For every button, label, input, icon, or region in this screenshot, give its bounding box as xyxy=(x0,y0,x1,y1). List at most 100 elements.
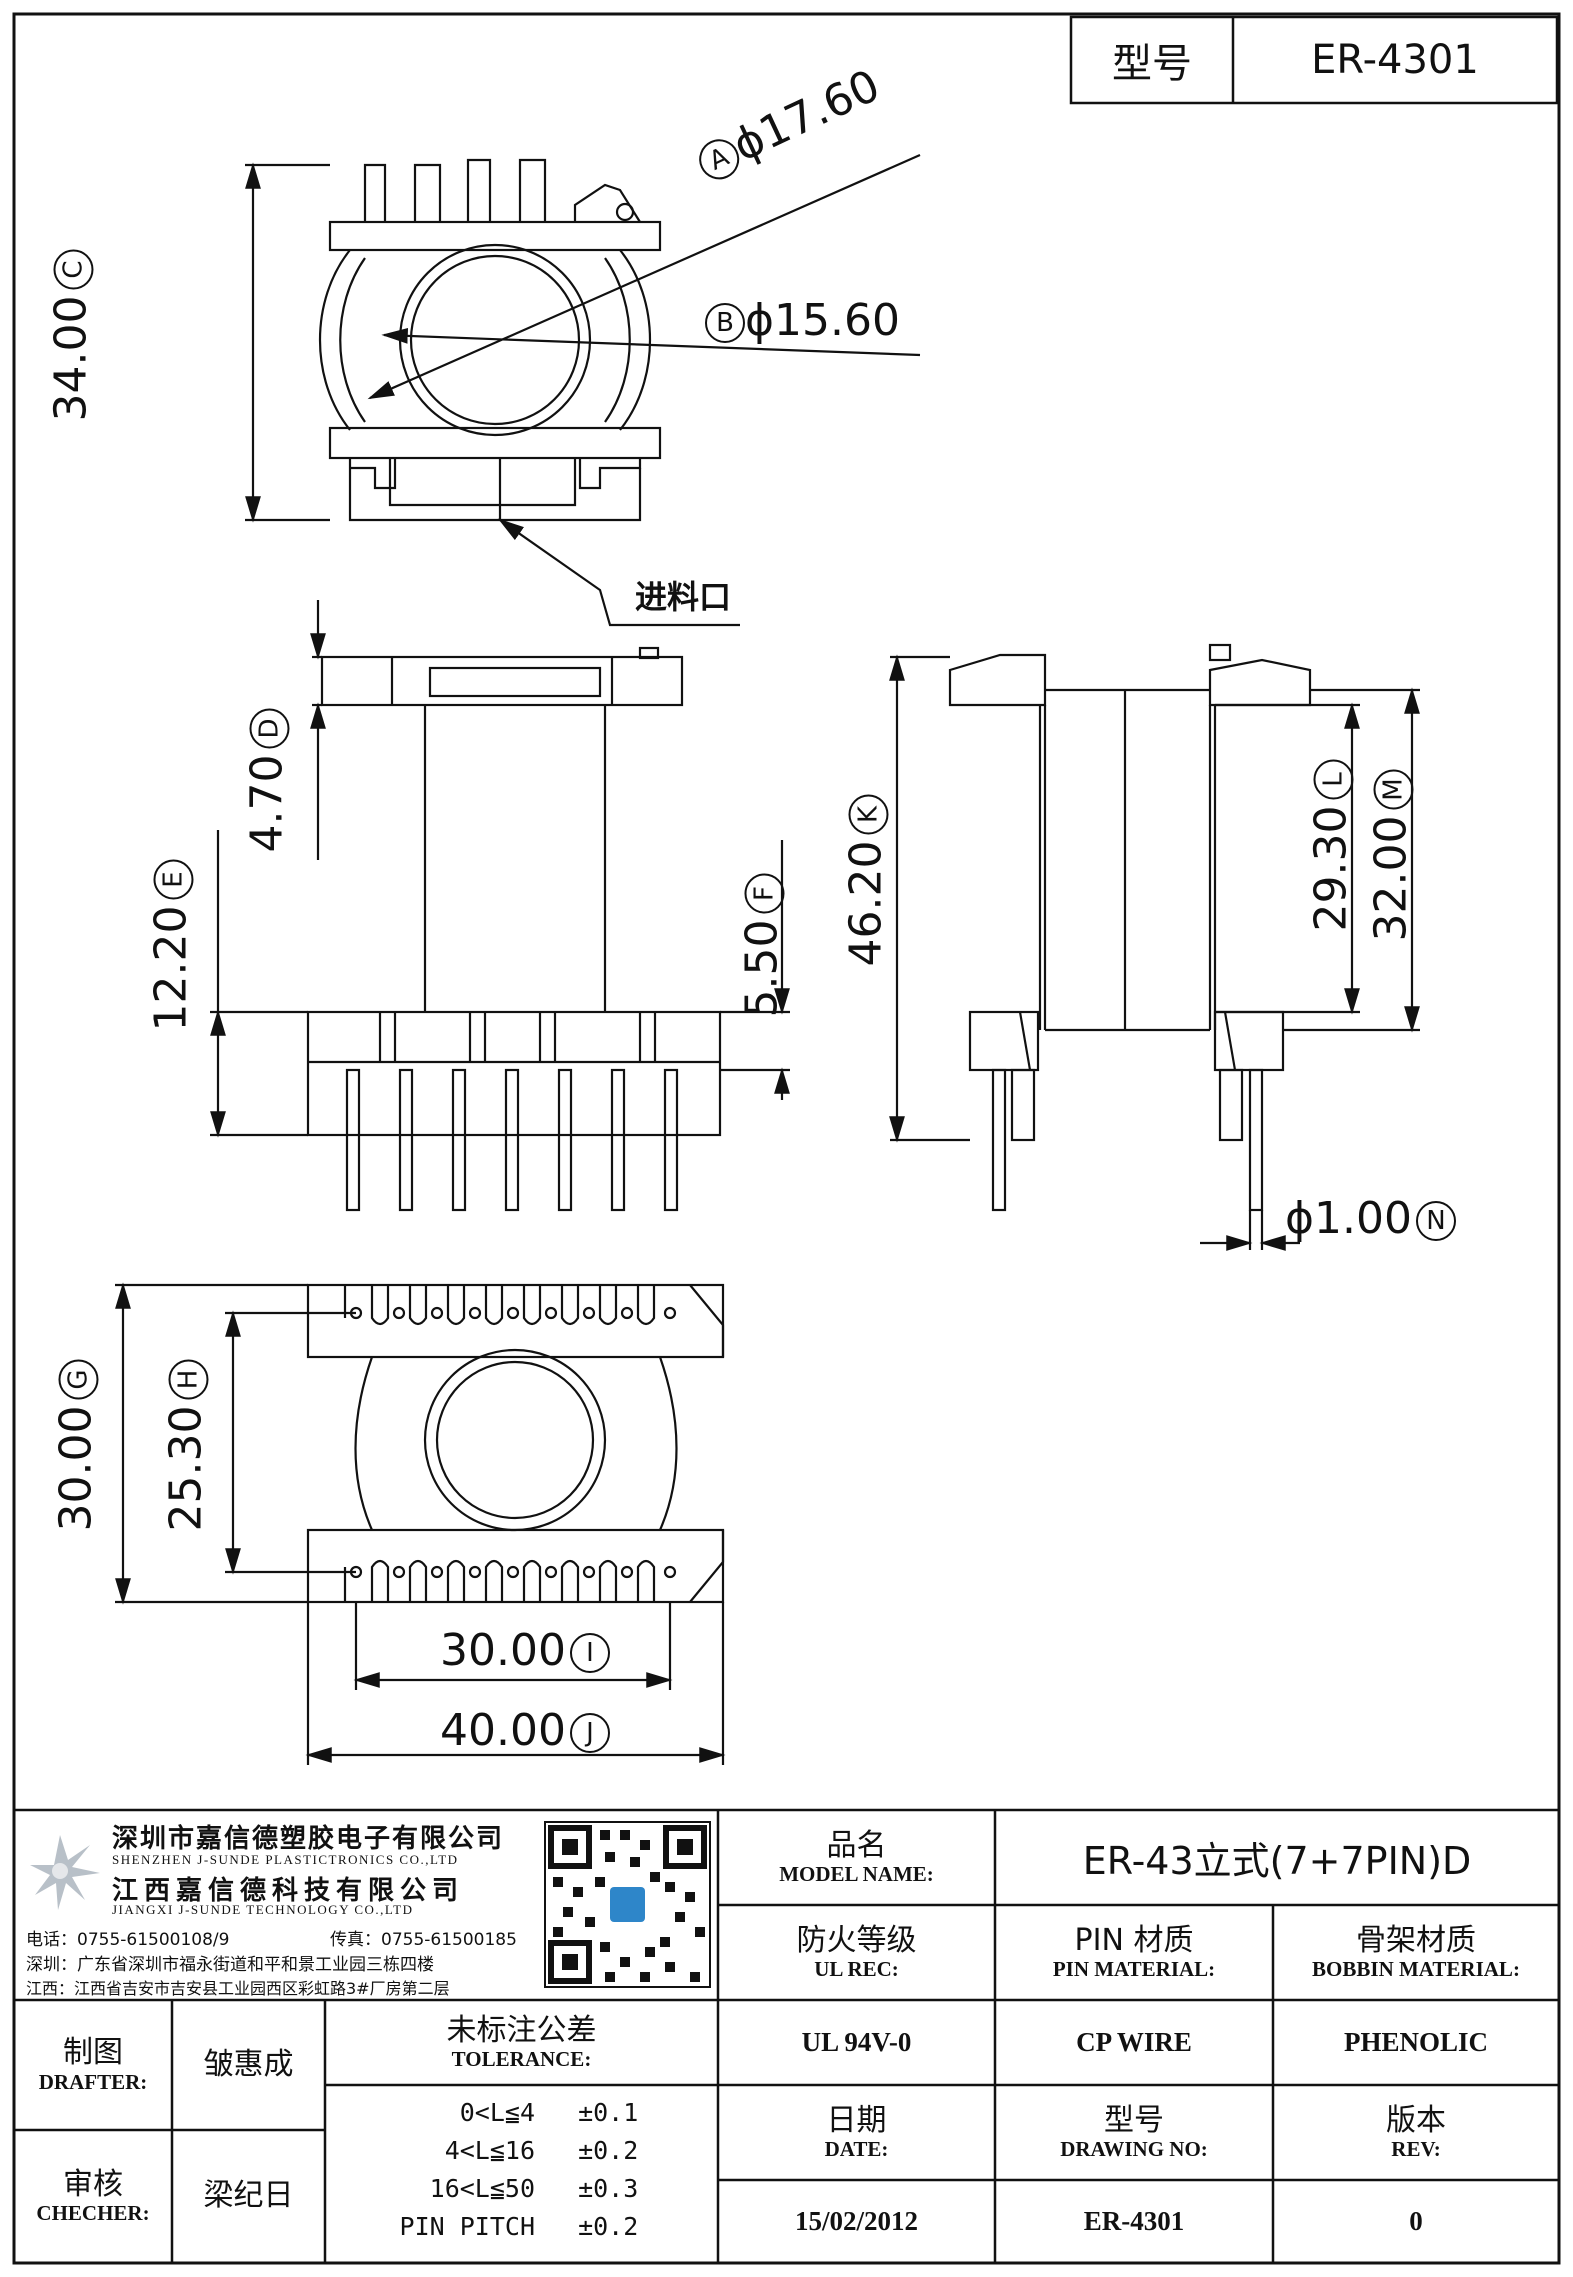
dim-J-letter: J xyxy=(569,1713,610,1753)
tolerance-header: 未标注公差 TOLERANCE: xyxy=(325,2000,718,2085)
fire-rating-cn: 防火等级 xyxy=(796,1922,917,1958)
dim-N-value: ϕ1.00 xyxy=(1285,1193,1412,1244)
dim-C-label: 34.00 C xyxy=(45,249,97,422)
title-block-grid xyxy=(14,1808,1559,2263)
tolerance-value: ±0.2 xyxy=(578,2212,639,2241)
dim-M-label: 32.00 M xyxy=(1365,769,1417,942)
drawing-no-header: 型号 DRAWING NO: xyxy=(995,2085,1273,2180)
dim-H-value: 25.30 xyxy=(160,1405,212,1532)
tolerance-range: 0<L≦4 xyxy=(459,2098,535,2127)
checker-en: CHECHER: xyxy=(36,2201,150,2226)
company-name-cn-1: 深圳市嘉信德塑胶电子有限公司 xyxy=(112,1824,505,1854)
dim-K-label: 46.20K xyxy=(840,794,892,967)
drawing-no-en: DRAWING NO: xyxy=(1060,2137,1208,2162)
dim-B-value: ϕ15.60 xyxy=(745,295,900,346)
fire-rating-header: 防火等级 UL REC: xyxy=(718,1905,995,2000)
dim-M-letter: M xyxy=(1373,769,1414,810)
dim-L-label: 29.30 L xyxy=(1305,759,1357,932)
bobbin-material-en: BOBBIN MATERIAL: xyxy=(1312,1957,1520,1982)
date-header: 日期 DATE: xyxy=(718,2085,995,2180)
tolerance-range: PIN PITCH xyxy=(399,2212,535,2241)
dim-I-value: 30.00 xyxy=(440,1625,566,1676)
header-box xyxy=(1069,15,1559,105)
date-cn: 日期 xyxy=(826,2102,887,2138)
dim-L-value: 29.30 xyxy=(1305,805,1357,932)
fire-rating-value: UL 94V-0 xyxy=(801,2027,912,2057)
pin-material-en: PIN MATERIAL: xyxy=(1052,1957,1216,1982)
pin-material-header: PIN 材质 PIN MATERIAL: xyxy=(995,1905,1273,2000)
tolerance-value: ±0.2 xyxy=(578,2136,639,2165)
dim-F-label: 5.50 F xyxy=(736,873,788,1018)
company-address-shenzhen: 深圳：广东省深圳市福永街道和平和景工业园三栋四楼 xyxy=(26,1955,434,1975)
front-view xyxy=(210,600,790,1212)
pin-material-cn: PIN 材质 xyxy=(1074,1922,1194,1958)
model-name-header: 品名 MODEL NAME: xyxy=(718,1810,995,1905)
dim-M-value: 32.00 xyxy=(1365,815,1417,942)
pin-material-value: CP WIRE xyxy=(1076,2027,1192,2057)
company-name-cn-2: 江西嘉信德科技有限公司 xyxy=(112,1876,465,1906)
dim-G-value: 30.00 xyxy=(50,1405,102,1532)
model-name-en: MODEL NAME: xyxy=(779,1862,934,1887)
revision-cn: 版本 xyxy=(1386,2102,1446,2138)
drafter-en: DRAFTER: xyxy=(38,2069,148,2094)
header-model-label: 型号 xyxy=(1112,41,1192,87)
drafter-header: 制图 DRAFTER: xyxy=(14,2000,172,2130)
dim-E-letter: E xyxy=(153,859,194,900)
company-name-en-2: JIANGXI J-SUNDE TECHNOLOGY CO.,LTD xyxy=(112,1902,414,1917)
dim-C-value: 34.00 xyxy=(45,295,97,422)
dim-D-value: 4.70 xyxy=(241,754,293,853)
side-view xyxy=(889,643,1420,1251)
tolerance-range: 4<L≦16 xyxy=(444,2136,535,2165)
drafter-name: 皱惠成 xyxy=(203,2046,294,2082)
dim-H-label: 25.30 H xyxy=(160,1359,212,1532)
revision-header: 版本 REV: xyxy=(1273,2085,1559,2180)
dim-H-letter: H xyxy=(168,1359,209,1400)
sheet-border xyxy=(12,12,1561,2265)
tolerance-cn: 未标注公差 xyxy=(446,2012,597,2048)
company-name-en-1: SHENZHEN J-SUNDE PLASTICTRONICS CO.,LTD xyxy=(112,1852,459,1867)
company-address-jiangxi: 江西：江西省吉安市吉安县工业园西区彩虹路3#厂房第二层 xyxy=(26,1979,450,1998)
dim-F-letter: F xyxy=(744,873,785,914)
drawing-no-value: ER-4301 xyxy=(1083,2206,1185,2236)
dim-B-letter: B xyxy=(705,303,745,343)
checker-header: 审核 CHECHER: xyxy=(14,2130,172,2263)
dim-K-value: 46.20 xyxy=(840,840,892,967)
bobbin-material-cn: 骨架材质 xyxy=(1356,1922,1476,1958)
header-model-value: ER-4301 xyxy=(1311,37,1479,83)
dim-F-value: 5.50 xyxy=(736,919,788,1018)
revision-en: REV: xyxy=(1391,2137,1441,2162)
date-value: 15/02/2012 xyxy=(794,2206,918,2236)
company-fax: 传真：0755-61500185 xyxy=(330,1930,517,1950)
tolerance-row: 16<L≦50 ±0.3 xyxy=(350,2174,680,2203)
tolerance-en: TOLERANCE: xyxy=(451,2047,592,2072)
dim-J-value: 40.00 xyxy=(440,1705,566,1756)
dim-N-letter: N xyxy=(1416,1201,1456,1241)
tolerance-row: 4<L≦16 ±0.2 xyxy=(350,2136,680,2165)
dim-L-letter: L xyxy=(1313,759,1354,800)
dim-I-letter: I xyxy=(569,1633,610,1673)
fire-rating-en: UL REC: xyxy=(814,1957,899,1982)
dim-D-letter: D xyxy=(249,708,290,749)
tolerance-row: PIN PITCH ±0.2 xyxy=(350,2212,680,2241)
bobbin-material-header: 骨架材质 BOBBIN MATERIAL: xyxy=(1273,1905,1559,2000)
checker-name: 梁纪日 xyxy=(203,2178,294,2214)
company-logo xyxy=(30,1835,100,1910)
dim-G-letter: G xyxy=(58,1359,99,1400)
bobbin-material-value: PHENOLIC xyxy=(1343,2027,1489,2057)
dim-C-letter: C xyxy=(53,249,94,290)
date-en: DATE: xyxy=(824,2137,889,2162)
bottom-view xyxy=(115,1282,726,1765)
dim-E-label: 12.20 E xyxy=(145,859,197,1032)
tolerance-range: 16<L≦50 xyxy=(429,2174,535,2203)
qr-code xyxy=(544,1821,711,1988)
dim-E-value: 12.20 xyxy=(145,905,197,1032)
top-view xyxy=(245,153,921,627)
drawing-no-cn: 型号 xyxy=(1104,2102,1164,2138)
model-name-value: ER-43立式(7+7PIN)D xyxy=(1082,1839,1472,1883)
feed-port-label: 进料口 xyxy=(635,578,732,616)
